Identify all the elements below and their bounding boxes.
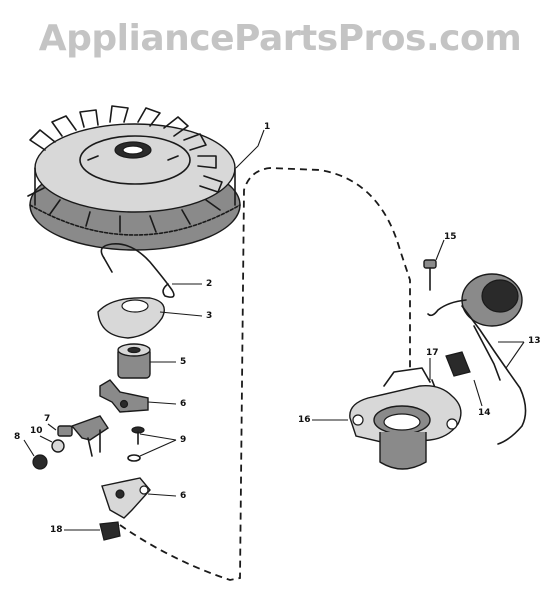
ignition-coil [427,273,527,445]
callout-5: 5 [180,357,187,367]
callout-15: 15 [444,232,457,242]
nut-8 [32,454,48,470]
callout-10: 10 [30,426,43,436]
screw-7 [57,425,73,437]
callout-1: 1 [264,122,271,132]
callout-18: 18 [50,525,63,535]
cam-bushing [117,343,151,379]
callout-leaders [23,129,525,531]
callout-9: 9 [180,435,187,445]
condenser-plate [101,477,151,519]
screw-15 [423,259,437,291]
dust-cover [99,521,121,541]
callout-7: 7 [44,414,51,424]
armature-magneto [349,367,462,470]
spring-part [100,243,175,298]
callout-6-lower: 6 [180,491,187,501]
flywheel [27,105,241,251]
cam-plate [97,297,165,339]
screw-9 [127,426,145,462]
contact-bracket [70,415,109,457]
callout-2: 2 [206,279,213,289]
callout-14: 14 [478,408,491,418]
callout-3: 3 [206,311,213,321]
callout-8: 8 [14,432,21,442]
callout-16: 16 [298,415,311,425]
washer-10 [51,439,65,453]
callout-13: 13 [528,336,541,346]
breaker-arm [99,379,149,413]
callout-6-upper: 6 [180,399,187,409]
assembly-boundary [119,167,411,581]
watermark-text: AppliancePartsPros.com [38,18,522,59]
callout-17: 17 [426,348,439,358]
